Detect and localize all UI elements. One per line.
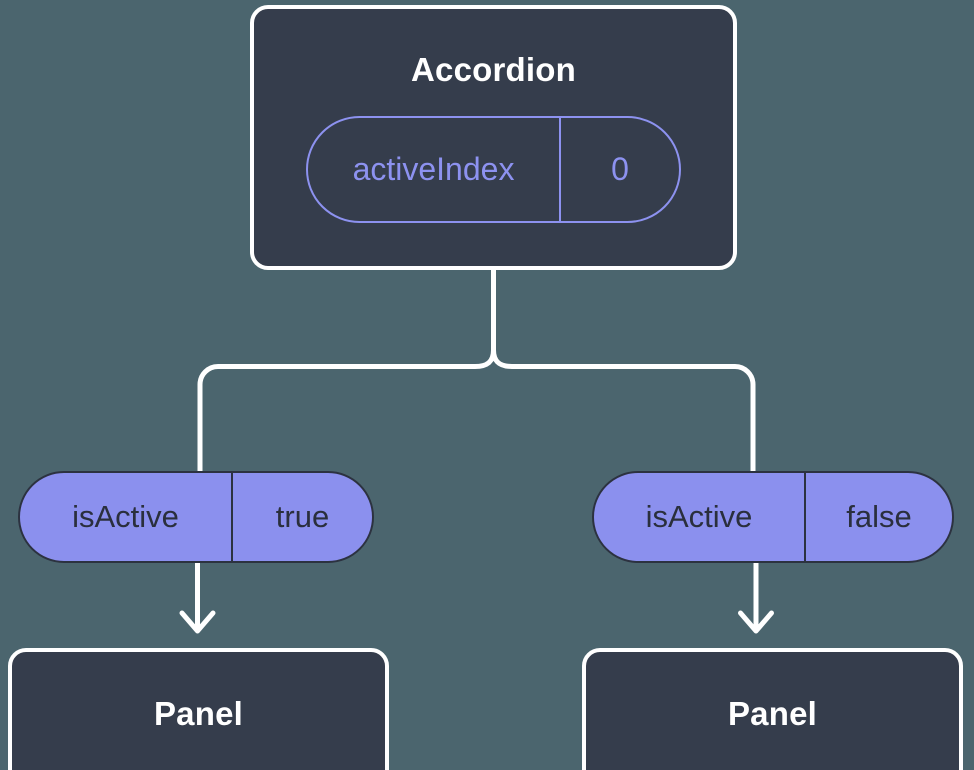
accordion-state-value: 0: [611, 151, 629, 187]
accordion-state-pill[interactable]: activeIndex 0: [306, 116, 681, 223]
prop-pill-key: isActive: [594, 473, 806, 561]
prop-pill-value: false: [846, 499, 912, 534]
accordion-node-title: Accordion: [411, 51, 576, 88]
panel-node-left-title: Panel: [153, 695, 244, 732]
connector-branch-left: [197, 347, 496, 478]
prop-pill-is-active-false[interactable]: isActive false: [592, 471, 954, 563]
accordion-state-key: activeIndex: [308, 118, 561, 221]
connector-branch-right: [491, 347, 756, 478]
arrow-left-pill-to-panel: [179, 563, 216, 634]
panel-node-right[interactable]: Panel: [582, 648, 963, 770]
panel-node-right-title: Panel: [727, 695, 818, 732]
arrow-right-pill-to-panel: [738, 563, 774, 634]
panel-node-left[interactable]: Panel: [8, 648, 389, 770]
prop-pill-is-active-true[interactable]: isActive true: [18, 471, 374, 563]
prop-pill-value: true: [275, 499, 330, 534]
prop-pill-key: isActive: [20, 473, 233, 561]
